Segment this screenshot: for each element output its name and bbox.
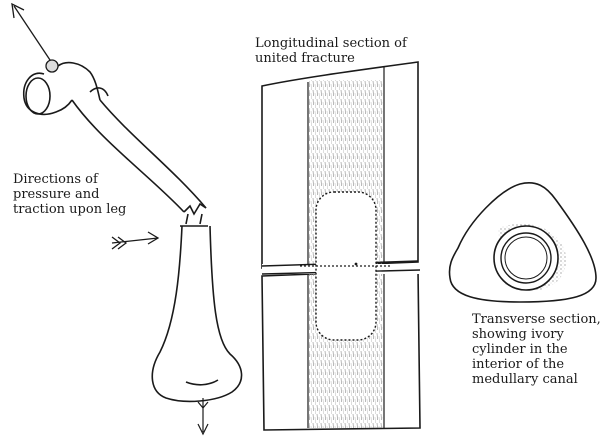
longitudinal-section [262, 62, 422, 430]
longitudinal-section-label: Longitudinal section of united fracture [255, 36, 455, 66]
transverse-section [449, 183, 596, 302]
traction-arrow [12, 4, 58, 72]
transverse-section-label: Transverse section, showing ivory cylind… [472, 312, 613, 387]
bottom-arrow [198, 398, 208, 434]
directions-label: Directions of pressure and traction upon… [13, 172, 163, 217]
tibia-drawing [152, 214, 241, 401]
ivory-cylinder-ring [501, 233, 551, 283]
pressure-arrow [112, 232, 158, 249]
